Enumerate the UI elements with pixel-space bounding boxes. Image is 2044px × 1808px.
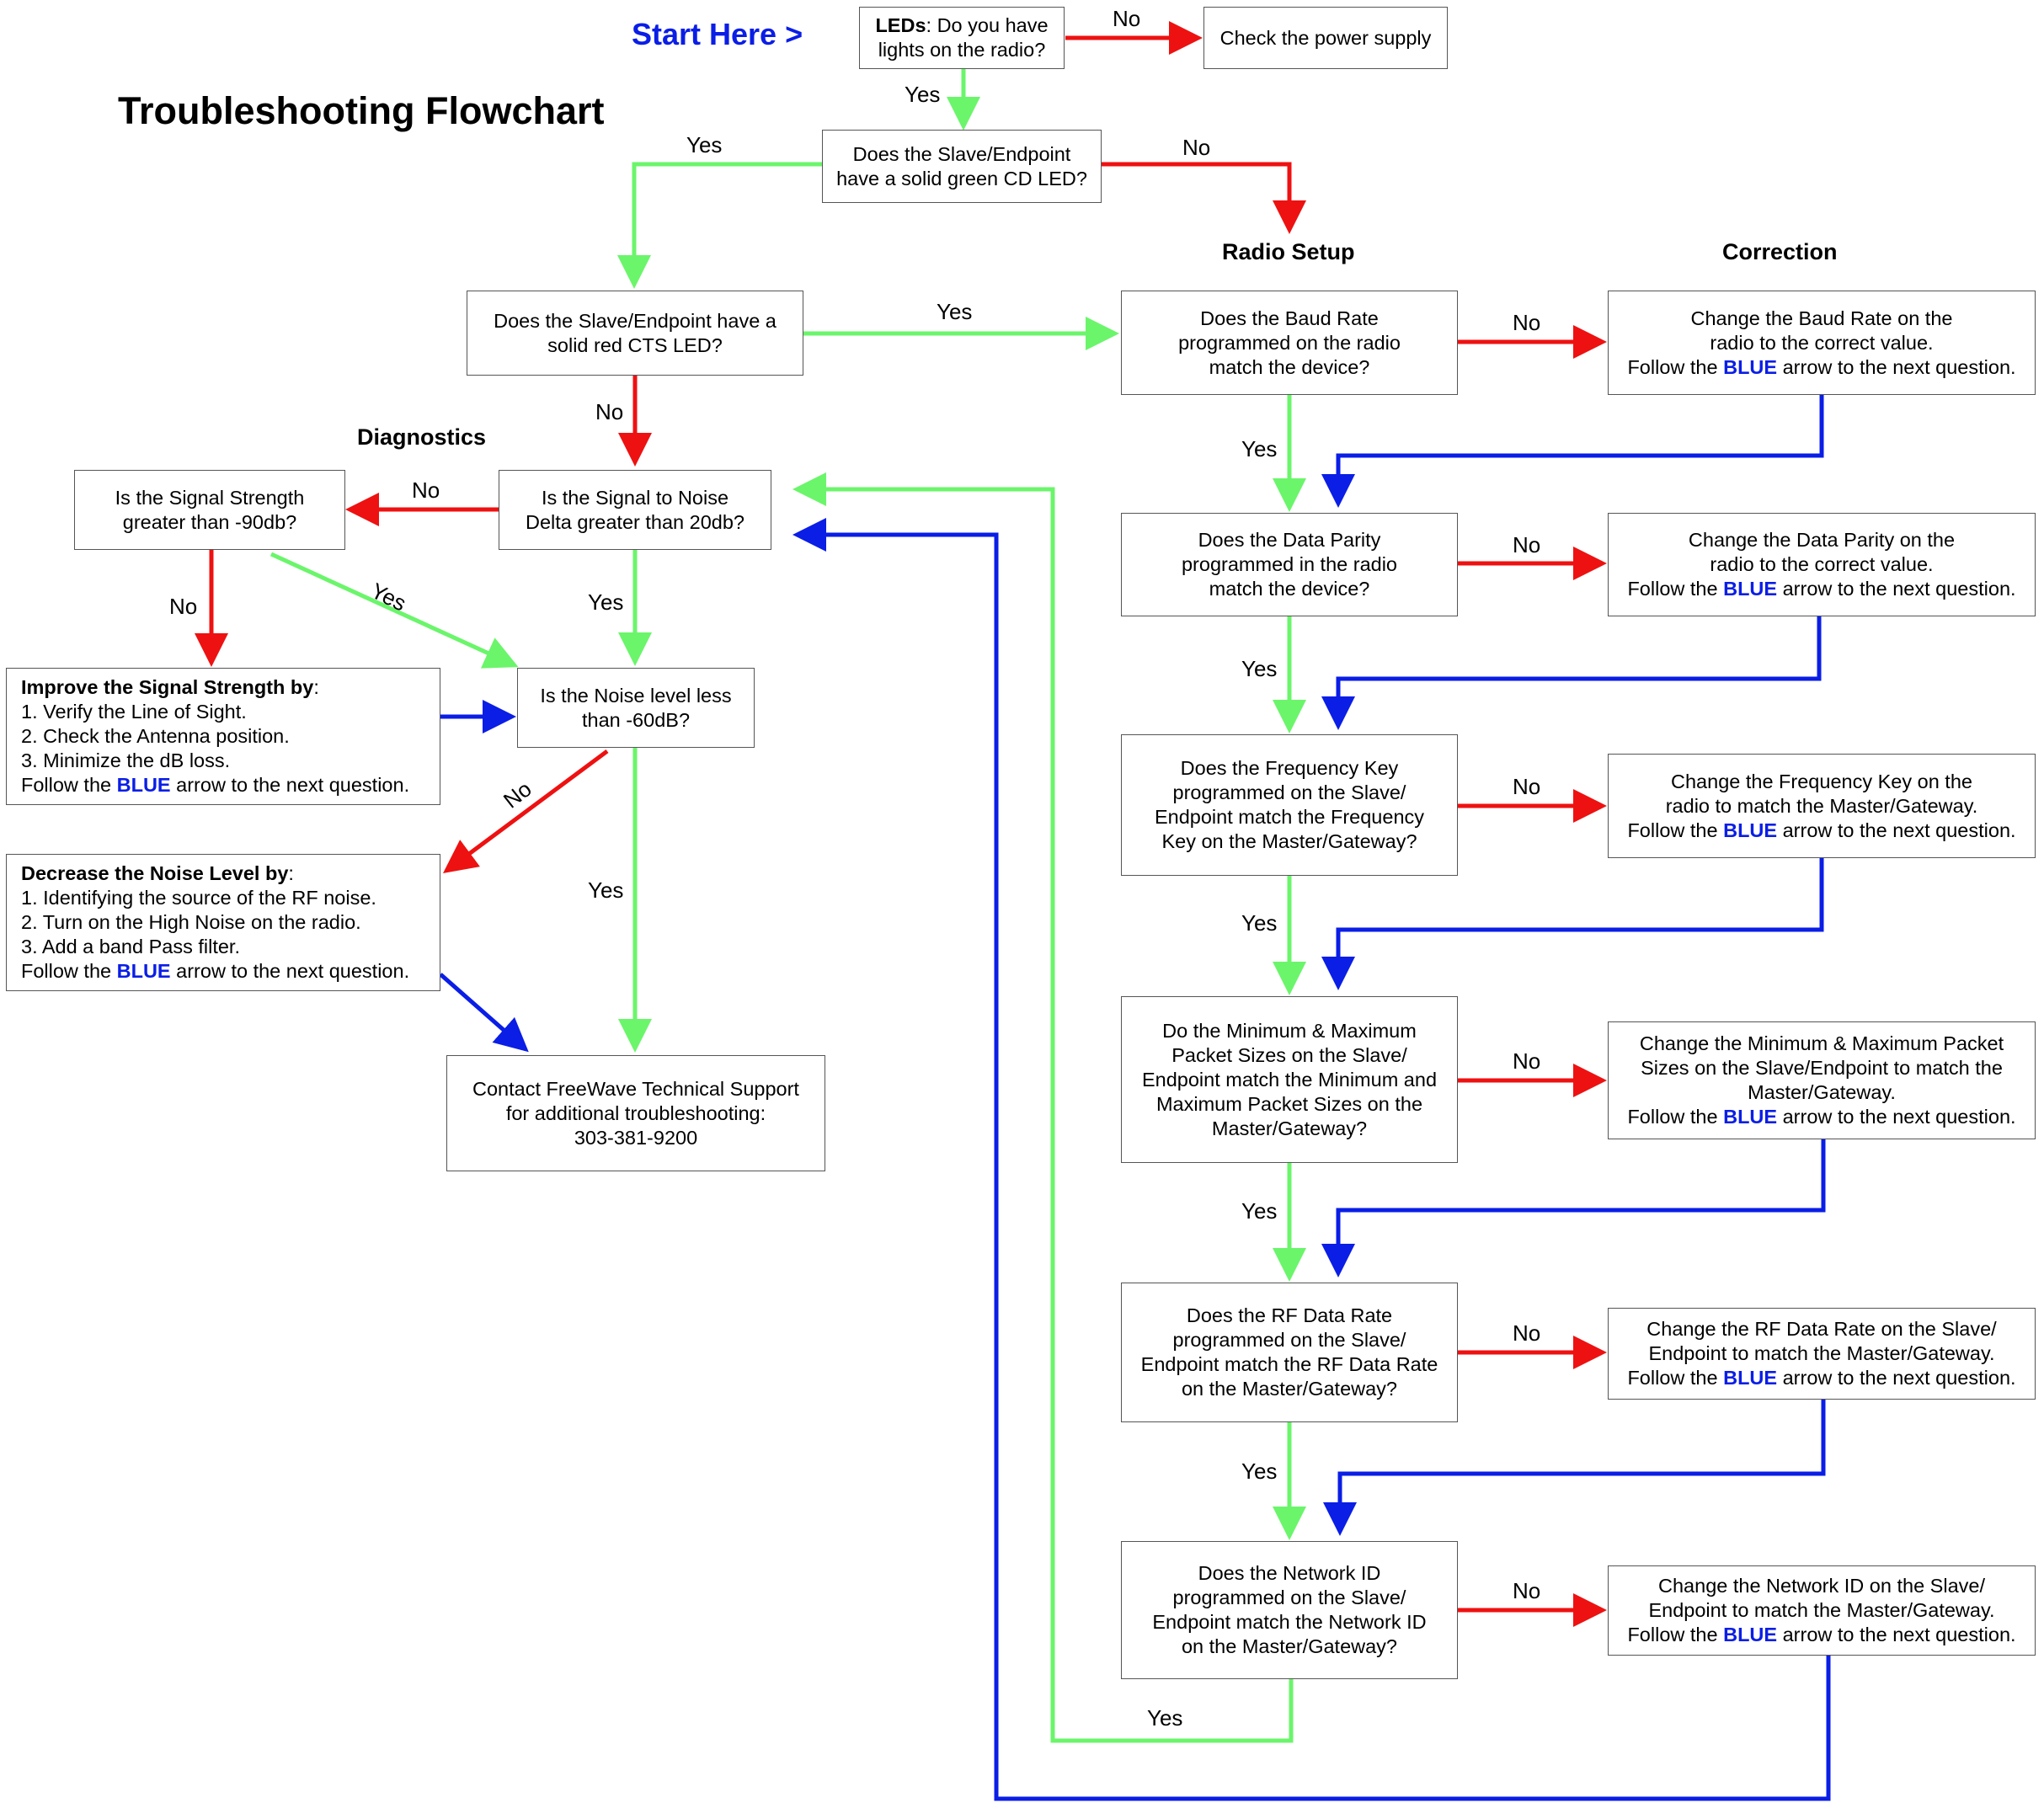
arrow-netid-follow <box>793 518 1831 1801</box>
label-freq-no: No <box>1513 774 1541 799</box>
arrow-baud-follow <box>1321 395 1824 508</box>
decrease-item-1: 1. Identifying the source of the RF nois… <box>21 887 376 909</box>
arrow-cd-yes <box>617 162 822 289</box>
signal-line-1: Is the Signal Strength <box>115 486 305 509</box>
support-line-2: for additional troubleshooting: <box>505 1101 766 1124</box>
cd-line-2: have a solid green CD LED? <box>836 167 1087 189</box>
label-cts-yes: Yes <box>937 299 973 324</box>
node-cd-led: Does the Slave/Endpoint have a solid gre… <box>822 130 1102 203</box>
heading-radio-setup: Radio Setup <box>1222 239 1355 264</box>
node-check-power: Check the power supply <box>1203 7 1448 69</box>
arrow-parity-follow <box>1321 616 1822 730</box>
cd-line-1: Does the Slave/Endpoint <box>852 142 1071 165</box>
label-cd-yes: Yes <box>686 132 723 157</box>
chart-title-line-2: Flowchart <box>424 89 605 132</box>
arrow-decrease-follow <box>439 973 529 1053</box>
arrow-freq-follow <box>1321 858 1824 990</box>
node-packet-size-question: Do the Minimum & Maximum Packet Sizes on… <box>1121 996 1458 1163</box>
decrease-item-2: 2. Turn on the High Noise on the radio. <box>21 911 361 933</box>
label-snr-no: No <box>412 477 440 503</box>
arrow-netid-yes <box>793 472 1294 1743</box>
cts-line-1: Does the Slave/Endpoint have a <box>494 309 777 332</box>
label-noise-yes: Yes <box>588 877 624 903</box>
signal-line-2: greater than -90db? <box>122 510 297 533</box>
label-packet-yes: Yes <box>1241 1198 1278 1224</box>
node-baud-rate-question: Does the Baud Rate programmed on the rad… <box>1121 291 1458 395</box>
label-rfrate-yes: Yes <box>1241 1459 1278 1484</box>
snr-line-1: Is the Signal to Noise <box>541 486 729 509</box>
heading-correction: Correction <box>1722 239 1838 264</box>
node-frequency-key-fix: Change the Frequency Key on the radio to… <box>1608 754 2036 858</box>
heading-diagnostics: Diagnostics <box>357 424 487 450</box>
arrow-signal-yes <box>270 552 519 669</box>
node-data-parity-question: Does the Data Parity programmed in the r… <box>1121 513 1458 616</box>
node-contact-support: Contact FreeWave Technical Support for a… <box>446 1055 825 1171</box>
improve-heading: Improve the Signal Strength by <box>21 676 314 698</box>
noise-line-1: Is the Noise level less <box>540 684 732 707</box>
label-leds-no: No <box>1113 6 1141 31</box>
improve-item-3: 3. Minimize the dB loss. <box>21 749 231 771</box>
improve-item-2: 2. Check the Antenna position. <box>21 725 290 747</box>
support-line-1: Contact FreeWave Technical Support <box>472 1077 799 1100</box>
label-baud-no: No <box>1513 310 1541 335</box>
node-data-parity-fix: Change the Data Parity on the radio to t… <box>1608 513 2036 616</box>
start-here-label: Start Here > <box>632 17 803 51</box>
chart-title: Troubleshooting Flowchart <box>118 88 605 134</box>
improve-follow: Follow the BLUE arrow to the next questi… <box>21 774 410 796</box>
node-rf-data-rate-question: Does the RF Data Rate programmed on the … <box>1121 1283 1458 1422</box>
label-freq-yes: Yes <box>1241 910 1278 936</box>
arrow-noise-no <box>442 749 609 873</box>
arrow-cd-no <box>1102 162 1306 234</box>
node-noise-level: Is the Noise level less than -60dB? <box>517 668 755 748</box>
node-leds: LEDs: Do you have lights on the radio? <box>859 7 1065 69</box>
label-cts-no: No <box>595 399 624 424</box>
label-rfrate-no: No <box>1513 1320 1541 1346</box>
decrease-follow: Follow the BLUE arrow to the next questi… <box>21 960 410 982</box>
label-snr-yes: Yes <box>588 589 624 615</box>
label-packet-no: No <box>1513 1048 1541 1074</box>
label-parity-yes: Yes <box>1241 656 1278 681</box>
node-network-id-question: Does the Network ID programmed on the Sl… <box>1121 1541 1458 1679</box>
arrow-packet-follow <box>1321 1139 1826 1277</box>
node-rf-data-rate-fix: Change the RF Data Rate on the Slave/ En… <box>1608 1308 2036 1400</box>
chart-title-line-1: Troubleshooting <box>118 89 415 132</box>
label-parity-no: No <box>1513 532 1541 557</box>
snr-line-2: Delta greater than 20db? <box>526 510 744 533</box>
node-frequency-key-question: Does the Frequency Key programmed on the… <box>1121 734 1458 876</box>
node-signal-strength: Is the Signal Strength greater than -90d… <box>74 470 345 550</box>
node-decrease-noise: Decrease the Noise Level by: 1. Identify… <box>6 854 440 991</box>
node-improve-signal: Improve the Signal Strength by: 1. Verif… <box>6 668 440 805</box>
label-leds-yes: Yes <box>905 82 941 107</box>
node-baud-rate-fix: Change the Baud Rate on the radio to the… <box>1608 291 2036 395</box>
label-cd-no: No <box>1182 135 1211 160</box>
leds-text: : Do you have <box>926 14 1049 36</box>
leds-bold: LEDs <box>875 14 926 36</box>
node-packet-size-fix: Change the Minimum & Maximum Packet Size… <box>1608 1021 2036 1139</box>
label-signal-no: No <box>169 594 198 619</box>
cts-line-2: solid red CTS LED? <box>547 333 723 356</box>
label-baud-yes: Yes <box>1241 436 1278 461</box>
node-snr: Is the Signal to Noise Delta greater tha… <box>499 470 771 550</box>
decrease-item-3: 3. Add a band Pass filter. <box>21 936 240 957</box>
label-netid-yes: Yes <box>1147 1705 1183 1731</box>
arrow-rfrate-follow <box>1323 1400 1826 1536</box>
node-cts-led: Does the Slave/Endpoint have a solid red… <box>467 291 803 376</box>
decrease-heading: Decrease the Noise Level by <box>21 862 289 884</box>
node-network-id-fix: Change the Network ID on the Slave/ Endp… <box>1608 1565 2036 1656</box>
support-phone: 303-381-9200 <box>574 1126 698 1149</box>
power-line-1: Check the power supply <box>1219 26 1432 49</box>
label-netid-no: No <box>1513 1578 1541 1603</box>
noise-line-2: than -60dB? <box>581 708 691 731</box>
improve-item-1: 1. Verify the Line of Sight. <box>21 701 247 723</box>
leds-line-2: lights on the radio? <box>878 39 1046 61</box>
